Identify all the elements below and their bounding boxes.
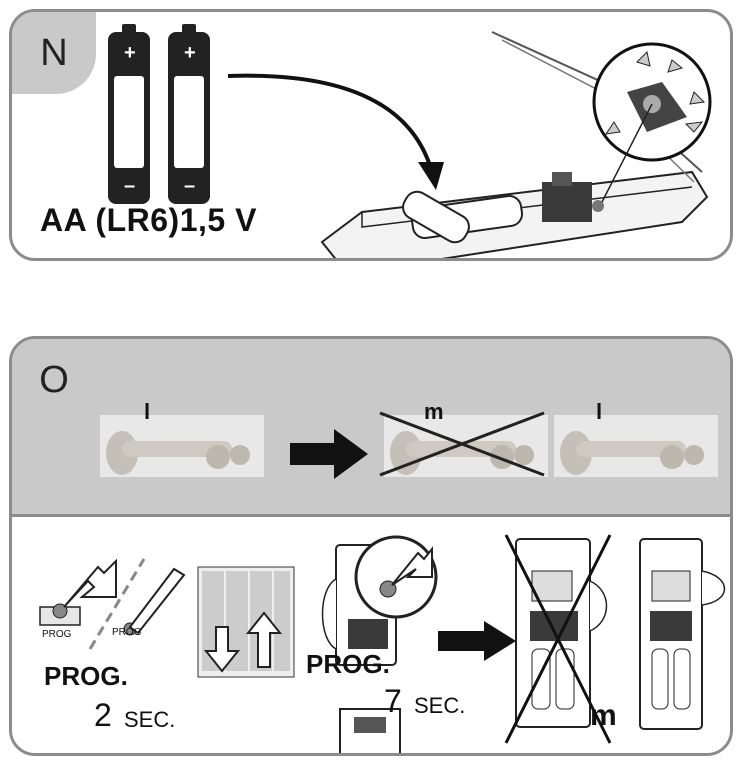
- insert-arrow-icon: [227, 73, 444, 190]
- battery-left: [108, 24, 150, 204]
- battery-plus-right: +: [184, 42, 196, 64]
- label-m-top: m: [424, 399, 444, 424]
- label-l-1: l: [144, 399, 151, 424]
- prog-small-label-1: PROG: [42, 629, 72, 640]
- battery-right: [168, 24, 210, 204]
- duration-1-unit: SEC.: [124, 707, 176, 732]
- battery-minus-right: –: [184, 175, 196, 197]
- duration-1-value: 2: [94, 697, 112, 733]
- duration-2-value: 7: [384, 683, 402, 719]
- next-arrow-icon: [290, 429, 368, 479]
- sensor-image-2-crossed: [379, 411, 548, 477]
- prog-button-press-icon: [39, 558, 186, 650]
- step-letter-n: N: [12, 12, 96, 94]
- label-m-bottom: m: [590, 699, 617, 732]
- next-arrow-icon-2: [438, 621, 516, 661]
- prog-label-2: PROG.: [306, 649, 390, 679]
- step-letter-o: O: [12, 339, 96, 421]
- battery-icon: [108, 24, 210, 204]
- device-crossed-icon: [504, 534, 612, 744]
- panel-n: N + + – – AA (LR6)1,5 V: [9, 9, 733, 261]
- battery-spec-label: AA (LR6)1,5 V: [40, 202, 257, 238]
- panel-o: O l m l PROG PROG PROG.: [9, 336, 733, 756]
- device-prog-button-icon: [321, 535, 438, 753]
- label-l-2: l: [596, 399, 603, 424]
- battery-plus-left: +: [124, 42, 136, 64]
- device-battery-compartment: [320, 31, 712, 258]
- led-bars-up-down-icon: [197, 566, 295, 678]
- device-final-icon: [639, 538, 726, 730]
- sensor-image-3: [554, 415, 718, 477]
- sensor-image-1: [100, 415, 264, 477]
- duration-2-unit: SEC.: [414, 693, 466, 718]
- battery-minus-left: –: [124, 175, 136, 197]
- prog-label-1: PROG.: [44, 661, 128, 691]
- prog-small-label-2: PROG: [112, 627, 142, 638]
